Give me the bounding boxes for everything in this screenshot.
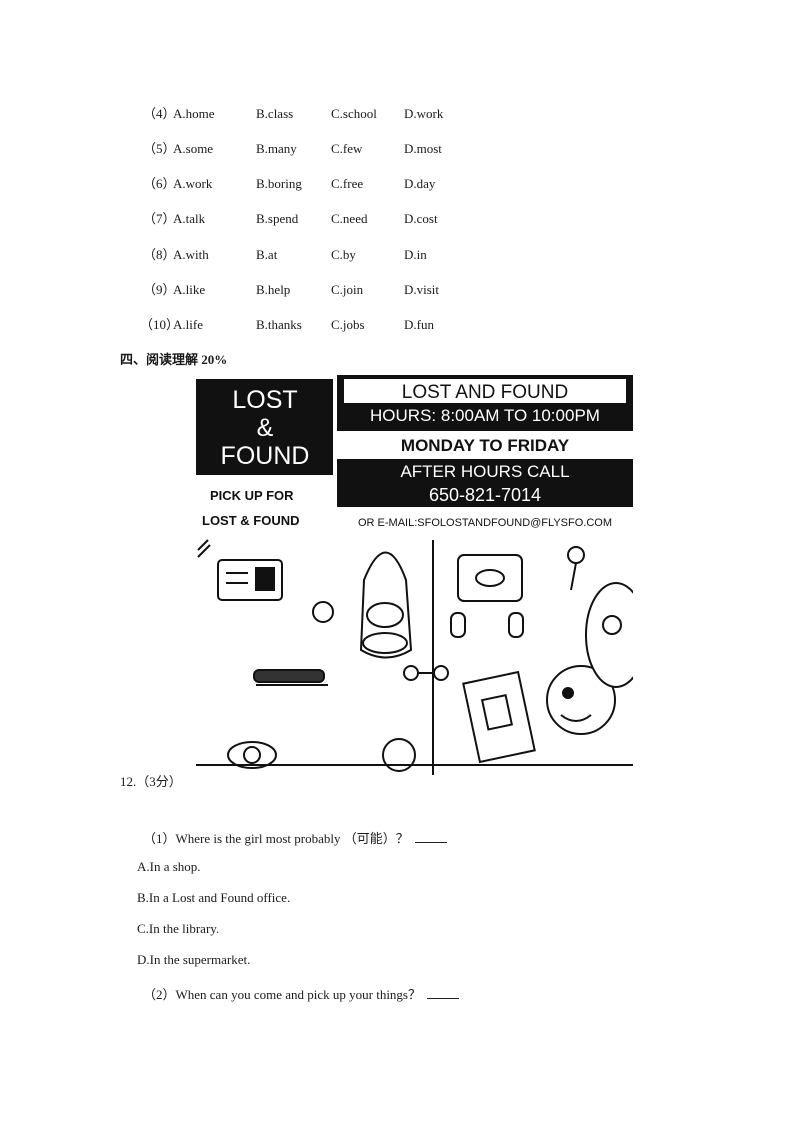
pencil-case-icon	[253, 669, 325, 683]
choice-c: C.In the library.	[137, 921, 220, 936]
id-card-icon	[217, 559, 283, 601]
option-b: B.thanks	[256, 317, 302, 332]
option-c: C.jobs	[331, 317, 365, 332]
option-b: B.help	[256, 282, 291, 297]
option-a: A.with	[173, 247, 209, 262]
option-d: D.work	[404, 106, 444, 121]
lost-found-box	[196, 379, 333, 475]
option-b: B.class	[256, 106, 294, 121]
poster-title: LOST AND FOUND	[402, 382, 568, 403]
book-icon	[462, 670, 536, 764]
lost-and-found-poster: LOST & FOUND PICK UP FOR LOST & FOUND LO…	[196, 375, 647, 781]
poster-days: MONDAY TO FRIDAY	[401, 436, 570, 455]
keys-icon	[567, 546, 585, 564]
question-number: 12.（3分）	[120, 774, 182, 789]
option-number: （4）	[143, 106, 176, 121]
watch-face-icon	[243, 746, 261, 764]
option-d: D.fun	[404, 317, 434, 332]
camera-lens-icon	[475, 569, 505, 587]
glasses-icon	[403, 665, 419, 681]
box-line-2: &	[257, 414, 274, 442]
option-a: A.talk	[173, 211, 206, 226]
poster-phone: 650-821-7014	[429, 485, 541, 505]
earphone-icon	[450, 612, 466, 638]
option-number: （6）	[143, 176, 176, 191]
answer-blank	[427, 986, 459, 999]
option-d: D.cost	[404, 211, 438, 226]
ring-icon	[312, 601, 334, 623]
corner-mark	[197, 544, 211, 558]
option-a: A.life	[173, 317, 203, 332]
watch-icon	[227, 741, 277, 769]
question-2-text: （2）When can you come and pick up your th…	[143, 987, 421, 1002]
glasses-icon	[433, 665, 449, 681]
boy-eye-icon	[562, 687, 574, 699]
title-strip	[344, 379, 626, 403]
poster-hours: HOURS: 8:00AM TO 10:00PM	[370, 406, 600, 425]
key-icon	[570, 562, 577, 591]
option-a: A.like	[173, 282, 206, 297]
boy-mouth-icon	[560, 714, 592, 722]
option-c: C.free	[331, 176, 364, 191]
choice-a: A.In a shop.	[137, 859, 201, 874]
book-cover-icon	[480, 693, 514, 731]
poster-email: OR E-MAIL:SFOLOSTANDFOUND@FLYSFO.COM	[358, 517, 612, 529]
option-c: C.join	[331, 282, 364, 297]
question-1: （1）Where is the girl most probably （可能）？	[143, 828, 447, 847]
option-c: C.school	[331, 106, 377, 121]
option-c: C.need	[331, 211, 368, 226]
option-a: A.some	[173, 141, 214, 156]
option-b: B.at	[256, 247, 278, 262]
box-line-1: LOST	[232, 386, 297, 414]
option-b: B.many	[256, 141, 297, 156]
option-a: A.work	[173, 176, 213, 191]
earphone-icon	[508, 612, 524, 638]
ball-icon	[382, 738, 416, 772]
section-title: 四、阅读理解 20%	[120, 352, 228, 367]
question-1-text: （1）Where is the girl most probably （可能）？	[143, 831, 409, 846]
option-d: D.most	[404, 141, 442, 156]
cartoon-scene	[196, 539, 647, 775]
backpack-bottom-icon	[362, 632, 408, 654]
backpack-pocket-icon	[366, 602, 404, 628]
clerk-glasses-icon	[602, 615, 622, 635]
option-number: （9）	[143, 282, 176, 297]
option-number: （7）	[143, 211, 176, 226]
choice-d: D.In the supermarket.	[137, 952, 251, 967]
choice-b: B.In a Lost and Found office.	[137, 890, 291, 905]
poster-after-hours: AFTER HOURS CALL	[400, 462, 569, 481]
corner-mark	[197, 539, 209, 551]
id-photo-icon	[255, 567, 275, 591]
poster-graphic: LOST & FOUND PICK UP FOR LOST & FOUND LO…	[196, 375, 647, 775]
option-c: C.by	[331, 247, 356, 262]
option-d: D.in	[404, 247, 427, 262]
box-line-3: FOUND	[221, 442, 310, 470]
call-banner	[337, 459, 633, 507]
option-number: （8）	[143, 247, 176, 262]
option-d: D.visit	[404, 282, 440, 297]
answer-blank	[414, 830, 447, 843]
option-d: D.day	[404, 176, 436, 191]
question-2: （2）When can you come and pick up your th…	[143, 984, 459, 1003]
option-b: B.boring	[256, 176, 302, 191]
backpack-icon	[359, 551, 413, 659]
camera-icon	[457, 554, 523, 602]
option-a: A.home	[173, 106, 215, 121]
pickup-line-2: LOST & FOUND	[202, 513, 300, 528]
option-number: （5）	[143, 141, 176, 156]
option-c: C.few	[331, 141, 363, 156]
option-b: B.spend	[256, 211, 299, 226]
pickup-line-1: PICK UP FOR	[210, 488, 294, 503]
option-number: （10）	[140, 317, 180, 332]
